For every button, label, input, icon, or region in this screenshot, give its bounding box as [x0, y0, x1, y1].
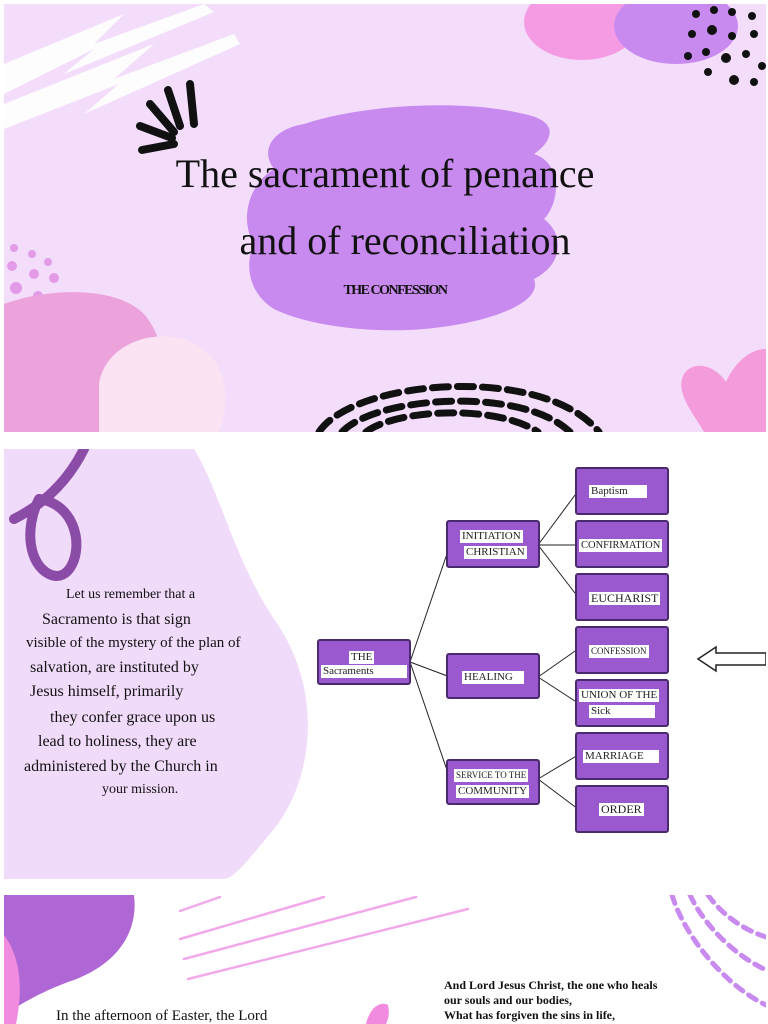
dots-decoration	[684, 6, 766, 86]
leaf-node-unction: UNION OF THE Sick	[575, 679, 669, 727]
paragraph-line: Let us remember that a	[66, 587, 196, 602]
slide3-right-line: And Lord Jesus Christ, the one who heals	[444, 978, 658, 992]
slide3-left-text: In the afternoon of Easter, the Lord	[56, 1008, 268, 1024]
leaf-node-eucharist: EUCHARIST	[575, 573, 669, 621]
node-label: Baptism	[589, 485, 647, 498]
zigzag-decoration	[4, 4, 240, 129]
title-slide-decorations	[4, 4, 766, 432]
node-label: MARRIAGE	[583, 750, 659, 763]
sacraments-slide: Let us remember that a Sacramento is tha…	[4, 449, 766, 879]
leaf-node-confession: CONFESSION	[575, 626, 669, 674]
root-node-sacraments: THE Sacraments	[317, 639, 411, 685]
forgiveness-slide: In the afternoon of Easter, the Lord And…	[4, 895, 766, 1024]
node-label: Sacraments	[321, 665, 407, 678]
diagram-connectors	[409, 490, 579, 810]
title-slide: The sacrament of penance and of reconcil…	[4, 4, 766, 432]
slide3-right-line: What has forgiven the sins in life,	[444, 1008, 616, 1022]
node-label: Sick	[589, 705, 655, 718]
paragraph-line: salvation, are instituted by	[30, 659, 199, 676]
node-label: CONFIRMATION	[579, 539, 663, 552]
subtitle: THE CONFESSION	[343, 283, 448, 298]
node-label: HEALING	[462, 671, 524, 684]
paragraph-line: lead to holiness, they are	[38, 733, 197, 750]
paragraph-line: administered by the Church in	[24, 758, 218, 775]
title-line-1: The sacrament of penance	[175, 151, 595, 196]
node-label: INITIATION	[460, 530, 523, 543]
brush-stroke	[246, 105, 558, 331]
paragraph-line: Jesus himself, primarily	[30, 683, 184, 700]
title-line-2: and of reconciliation	[239, 218, 571, 263]
left-blob-light	[99, 336, 226, 432]
slide3-right-line: our souls and our bodies,	[444, 993, 572, 1007]
group-node-service: SERVICE TO THE COMMUNITY	[446, 759, 540, 805]
node-label: CHRISTIAN	[464, 546, 527, 559]
group-node-initiation: INITIATION CHRISTIAN	[446, 520, 540, 568]
left-arrow-icon	[696, 645, 766, 673]
paragraph-line: Sacramento is that sign	[42, 611, 191, 628]
dashes-decoration	[669, 895, 766, 1008]
sacraments-slide-decorations	[4, 449, 766, 879]
streak-lines-decoration	[178, 895, 470, 981]
pink-blob	[4, 935, 20, 1024]
node-label: THE	[349, 651, 375, 664]
swirl-decoration	[9, 449, 89, 581]
leaf-node-order: ORDER	[575, 785, 669, 833]
paragraph-line: your mission.	[102, 782, 179, 797]
node-label: SERVICE TO THE	[454, 769, 529, 782]
paragraph-line: they confer grace upon us	[50, 709, 216, 726]
leaf-node-marriage: MARRIAGE	[575, 732, 669, 780]
pink-blob	[524, 4, 640, 60]
lilac-blob	[614, 4, 738, 64]
node-label: UNION OF THE	[579, 689, 660, 702]
heart-decoration	[681, 349, 766, 432]
pink-shape	[366, 1003, 389, 1024]
forgiveness-slide-decorations	[4, 895, 766, 1024]
arc-dashes-decoration	[315, 382, 603, 432]
leaf-node-baptism: Baptism	[575, 467, 669, 515]
node-label: CONFESSION	[589, 645, 649, 658]
node-label: EUCHARIST	[589, 591, 661, 605]
sunburst-decoration	[136, 80, 198, 154]
paragraph-line: visible of the mystery of the plan of	[26, 635, 241, 651]
node-label: COMMUNITY	[456, 785, 530, 798]
purple-blob	[4, 895, 135, 1015]
leaf-node-confirmation: CONFIRMATION	[575, 520, 669, 568]
group-node-healing: HEALING	[446, 653, 540, 699]
node-label: ORDER	[599, 802, 644, 816]
